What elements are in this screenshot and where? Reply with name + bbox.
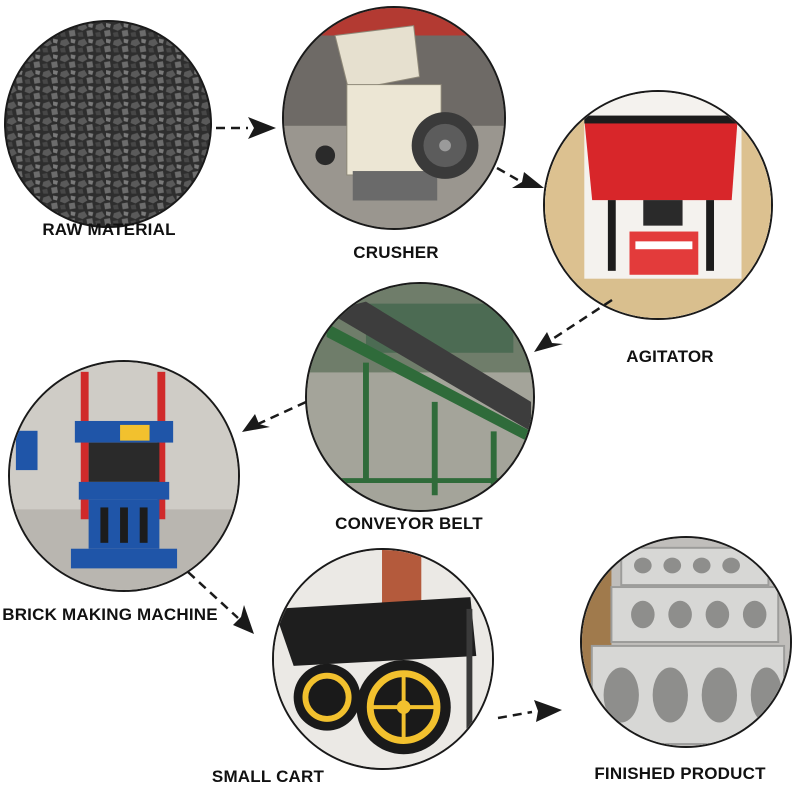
step-label-crusher: CRUSHER (353, 243, 439, 262)
arrowhead-6 (534, 700, 562, 722)
step-label-small-cart: SMALL CART (211, 767, 325, 786)
arrow-cart-to-finished (497, 710, 533, 720)
step-label-agitator: AGITATOR (626, 347, 714, 366)
raw-material-photo (4, 20, 212, 228)
gravel-icon (6, 22, 210, 226)
finished-product-photo (580, 536, 792, 748)
mixer-icon (545, 92, 771, 318)
small-cart-photo (272, 548, 494, 770)
cart-icon (274, 550, 492, 768)
conveyor-icon (307, 284, 533, 510)
step-label-brick-making-machine: BRICK MAKING MACHINE (2, 605, 218, 624)
arrowhead-4 (242, 414, 270, 432)
brick-making-machine-photo (8, 360, 240, 592)
arrow-conveyor-to-machine (257, 400, 307, 426)
agitator-photo (543, 90, 773, 320)
step-label-raw-material: RAW MATERIAL (42, 220, 176, 239)
arrowhead-5 (233, 605, 254, 634)
arrowhead-3 (534, 332, 563, 352)
step-label-conveyor-belt: CONVEYOR BELT (335, 514, 483, 533)
brick-machine-icon (10, 362, 238, 590)
hollow-blocks-icon (582, 538, 790, 746)
arrowhead-1 (248, 117, 276, 139)
crusher-machine-icon (284, 8, 504, 228)
conveyor-belt-photo (305, 282, 535, 512)
crusher-photo (282, 6, 506, 230)
arrowhead-2 (512, 172, 544, 188)
step-label-finished-product: FINISHED PRODUCT (594, 764, 766, 783)
